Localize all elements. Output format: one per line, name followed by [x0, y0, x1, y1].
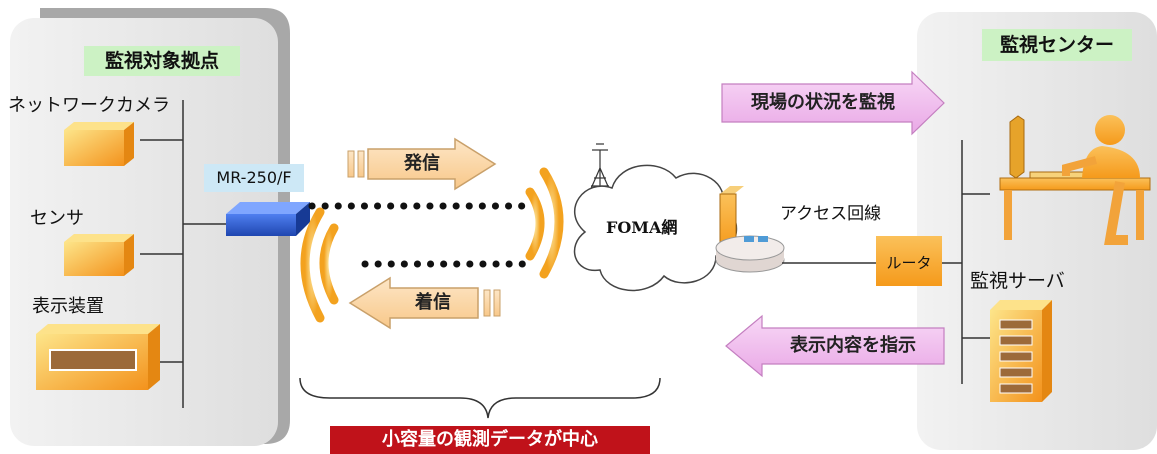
incoming-label: 着信 — [415, 292, 451, 313]
monitor-arrow-label: 現場の状況を監視 — [751, 92, 895, 113]
monitor-arrow-shape — [721, 70, 945, 136]
caption-background — [330, 426, 650, 454]
observation-brace — [299, 377, 661, 419]
outgoing-label: 発信 — [404, 153, 440, 174]
server-tower-icon — [990, 300, 1052, 402]
sensor-icon — [64, 234, 134, 276]
device-label-camera: ネットワークカメラ — [8, 95, 170, 116]
network-label: FOMA網 — [606, 218, 678, 237]
signal-wave-left-icon — [300, 207, 339, 323]
server-label: 監視サーバ — [970, 270, 1065, 292]
signal-wave-right-icon — [525, 167, 564, 279]
data-volume-caption: 小容量の観測データが中心 — [382, 429, 598, 450]
outgoing-arrow-icon — [347, 137, 497, 191]
center-router-label: ルータ — [886, 254, 932, 272]
instruct-arrow-shape — [725, 314, 945, 378]
router-device-icon — [226, 202, 310, 236]
center-panel — [917, 12, 1157, 450]
center-router-box — [876, 236, 942, 286]
device-label-display: 表示装置 — [32, 296, 104, 317]
incoming-arrow-icon — [348, 276, 501, 330]
router-model-label: MR-250/F — [204, 164, 304, 192]
site-title: 監視対象拠点 — [84, 46, 240, 76]
access-line-label: アクセス回線 — [780, 204, 882, 224]
center-title: 監視センター — [982, 29, 1132, 61]
display-device-icon — [36, 324, 160, 390]
operator-workstation-icon — [999, 115, 1151, 245]
gateway-equipment-icon — [715, 186, 785, 273]
instruct-arrow-label: 表示内容を指示 — [790, 335, 916, 356]
device-label-sensor: センサ — [30, 208, 84, 229]
network-camera-icon — [64, 122, 134, 166]
